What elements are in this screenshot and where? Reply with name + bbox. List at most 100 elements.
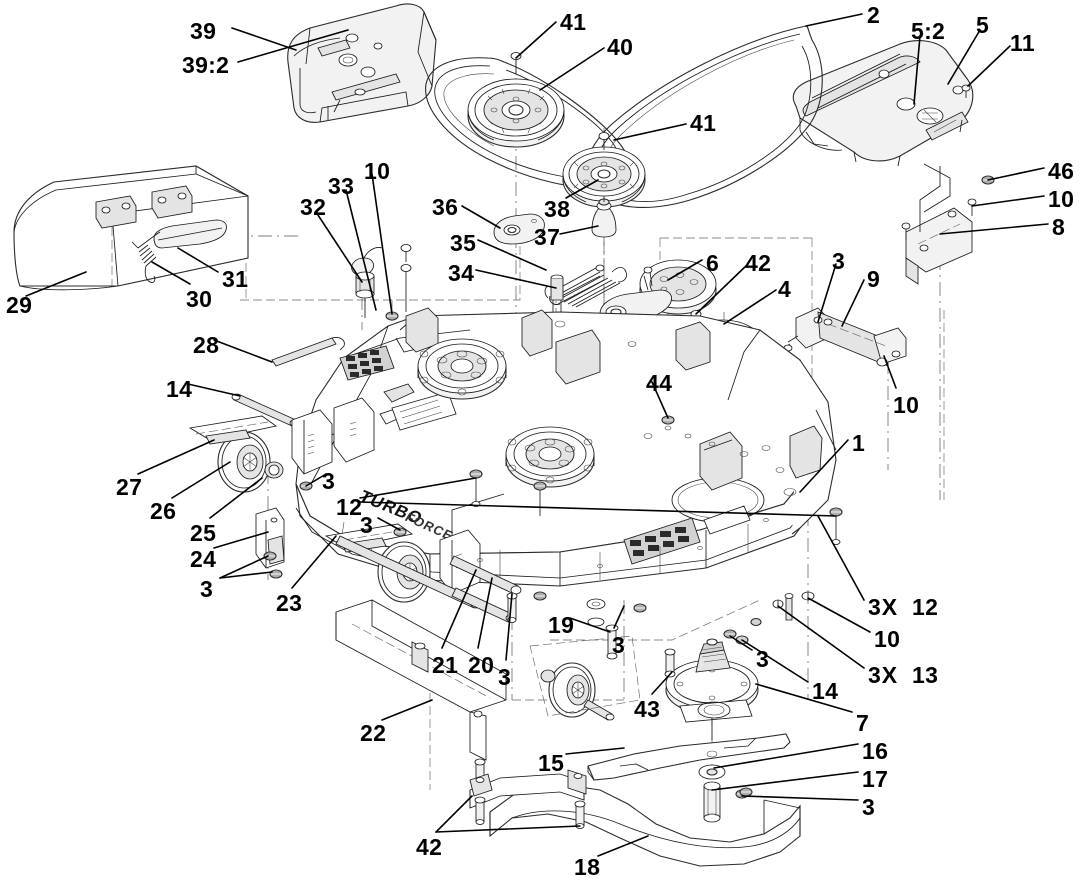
callout-34: 34	[448, 260, 475, 286]
leader-line-10c	[883, 355, 897, 389]
leader-line-38	[565, 179, 599, 199]
part-37-spacer	[591, 196, 617, 238]
fastener-41-upper	[510, 52, 522, 74]
leader-line-35	[477, 239, 547, 271]
callout-41: 41	[690, 110, 717, 136]
part-6-idler-pulley-assembly	[599, 259, 717, 367]
callout-10: 10	[874, 626, 901, 652]
callout-3: 3	[200, 576, 214, 602]
callout-26: 26	[150, 498, 177, 524]
leader-line-24	[213, 531, 269, 549]
callout-15: 15	[538, 750, 565, 776]
leader-line-42b	[435, 795, 473, 833]
callout-18: 18	[574, 854, 601, 880]
spindle-assembly-mid	[505, 426, 595, 488]
leader-line-22	[381, 699, 433, 721]
leader-line-3d	[377, 517, 401, 531]
part-22-rear-brace	[335, 599, 507, 783]
leader-line-26	[171, 461, 231, 499]
leader-line-39:2	[237, 29, 349, 63]
leader-line-42a	[695, 263, 749, 315]
callout-20: 20	[468, 652, 495, 678]
callout-16: 16	[862, 738, 889, 764]
callout-3X: 3X	[868, 594, 899, 620]
callout-3: 3	[322, 468, 336, 494]
callout-41: 41	[560, 9, 587, 35]
callout-36: 36	[432, 194, 459, 220]
callout-37: 37	[534, 224, 561, 250]
part-30-torsion-spring	[131, 231, 161, 283]
leader-line-15	[565, 747, 625, 755]
callout-3: 3	[498, 664, 512, 690]
leader-line-16	[713, 743, 859, 769]
leader-line-3h	[741, 795, 859, 801]
callout-35: 35	[450, 230, 477, 256]
leader-line-3b	[219, 555, 269, 579]
callout-7: 7	[856, 710, 870, 736]
leader-line-3g	[729, 635, 753, 651]
callout-21: 21	[432, 652, 459, 678]
leader-line-10b	[371, 173, 393, 315]
callout-40: 40	[607, 34, 634, 60]
part-18-rear-skirt	[469, 769, 801, 867]
leader-line-11	[967, 45, 1011, 87]
callout-19: 19	[548, 612, 575, 638]
leader-line-17	[711, 771, 859, 791]
callout-14: 14	[812, 678, 839, 704]
callout-30: 30	[186, 286, 213, 312]
callout-46: 46	[1048, 158, 1075, 184]
callout-8: 8	[1052, 214, 1066, 240]
callout-3: 3	[862, 794, 876, 820]
leader-line-3X12	[817, 515, 865, 601]
part-26-caster-wheel-left	[188, 393, 375, 579]
leader-line-28	[213, 339, 273, 363]
callout-39: 39	[190, 18, 217, 44]
callout-31: 31	[222, 266, 249, 292]
part-36-idler-arm-plate	[493, 213, 545, 245]
callout-10: 10	[893, 392, 920, 418]
leader-line-12b	[359, 501, 837, 517]
callout-38: 38	[544, 196, 571, 222]
leader-line-37	[559, 225, 599, 235]
leader-line-36	[461, 205, 501, 229]
spindle-assembly-left	[417, 338, 507, 400]
leader-line-2	[805, 13, 863, 27]
callout-13: 13	[912, 662, 939, 688]
callout-33: 33	[328, 173, 355, 199]
leader-line-3b2	[219, 571, 273, 579]
leader-line-3f	[613, 605, 625, 629]
part-21-roller-bracket	[449, 555, 547, 623]
leader-line-34	[475, 269, 557, 289]
callout-44: 44	[646, 370, 673, 396]
part-5-right-belt-cover	[792, 40, 974, 167]
leader-line-31	[177, 247, 219, 273]
callout-3: 3	[756, 646, 770, 672]
callout-1: 1	[852, 430, 866, 456]
callout-4: 4	[778, 276, 792, 302]
callout-29: 29	[6, 292, 33, 318]
leader-line-9	[841, 279, 865, 327]
callout-11: 11	[1010, 30, 1035, 56]
callout-17: 17	[862, 766, 889, 792]
callout-42: 42	[745, 250, 772, 276]
leader-line-32	[315, 211, 363, 283]
callout-43: 43	[634, 696, 661, 722]
callout-2: 2	[867, 2, 881, 28]
part-9-support-bracket	[783, 307, 907, 367]
leader-line-18	[597, 835, 649, 857]
callout-12: 12	[912, 594, 939, 620]
callout-6: 6	[706, 250, 720, 276]
callout-39-2: 39:2	[182, 52, 230, 78]
leader-line-3a	[817, 263, 837, 323]
part-32-knob	[351, 247, 383, 318]
leader-line-25	[209, 477, 263, 519]
leader-line-41b	[613, 123, 687, 141]
leader-line-12a	[359, 477, 477, 499]
leader-line-6	[667, 259, 703, 281]
fastener-10-upper	[385, 244, 412, 321]
leader-line-10d	[807, 597, 871, 633]
leader-line-7	[755, 683, 853, 713]
fastener-41-lower	[598, 132, 610, 150]
leader-line-30	[151, 261, 191, 285]
